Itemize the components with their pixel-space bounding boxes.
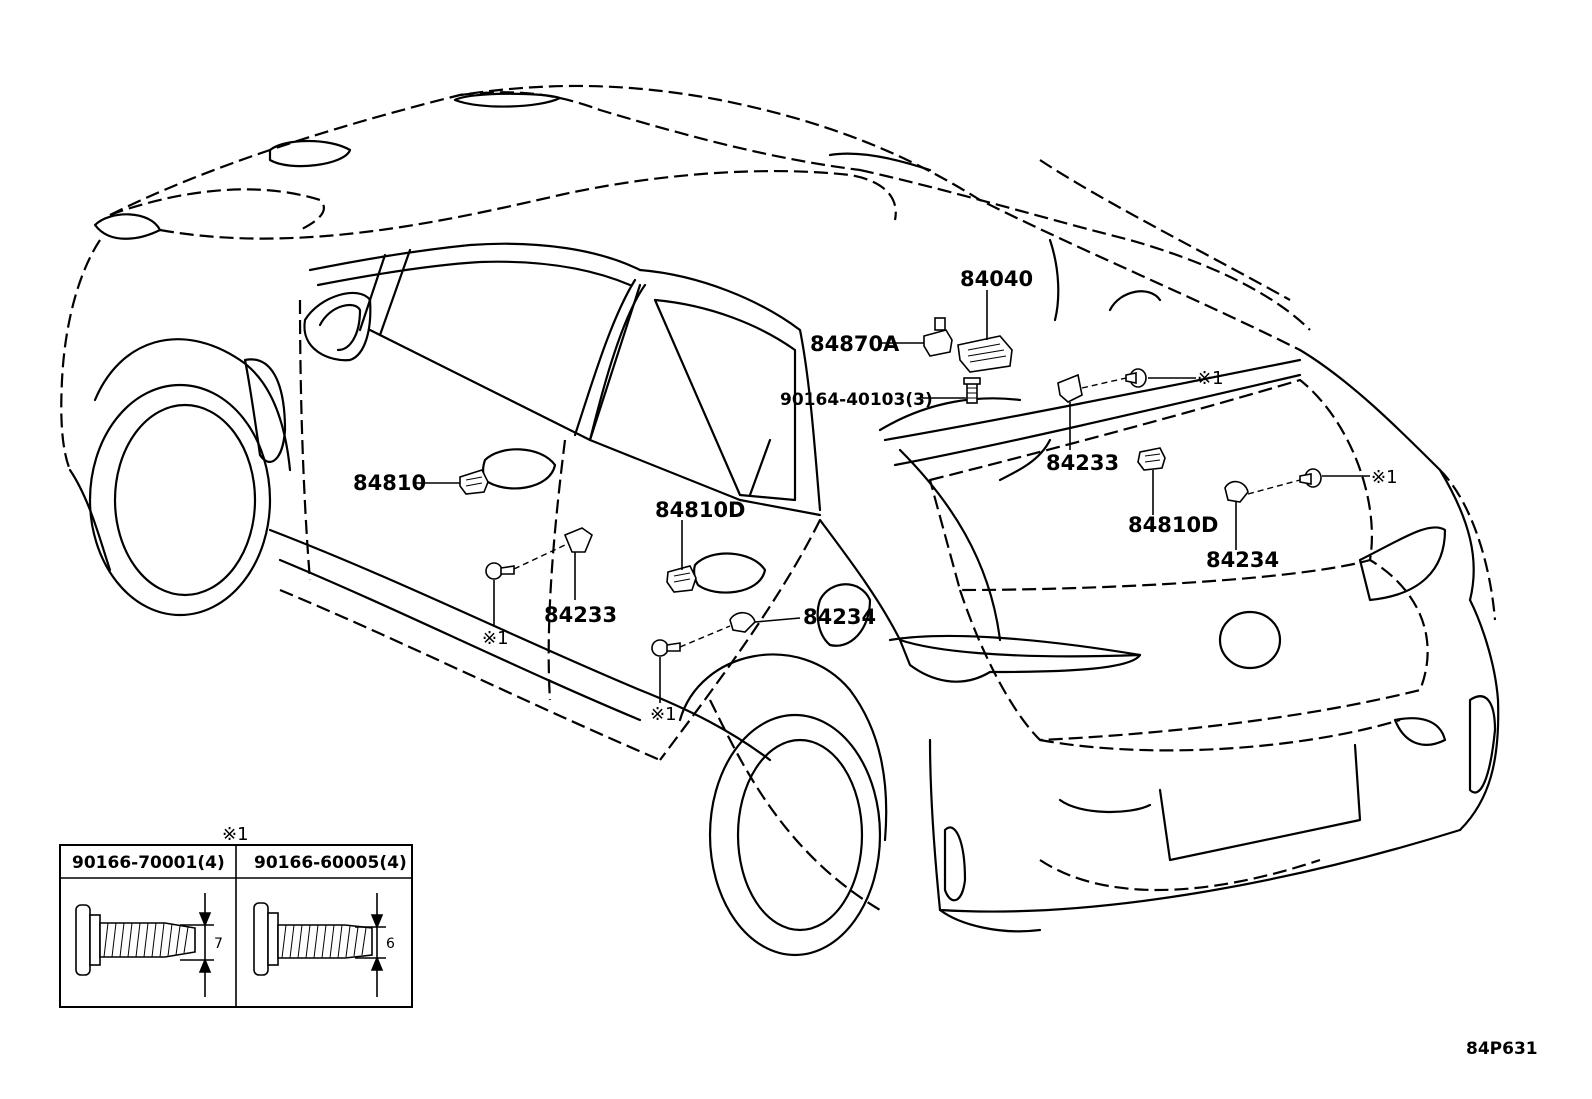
- screw-90164-icon: [963, 377, 981, 404]
- callout-84810D-left: 84810D: [655, 498, 746, 522]
- callout-84234-left: 84234: [803, 605, 876, 629]
- switch-84040-icon: [957, 335, 1013, 373]
- callout-mark-top: ※1: [1197, 368, 1224, 389]
- switch-84870A-icon: [923, 317, 953, 357]
- switch-84810D-right-icon: [1137, 447, 1166, 471]
- callout-84810: 84810: [353, 471, 426, 495]
- callout-84040: 84040: [960, 267, 1033, 291]
- screw-legend: ※1 90166-70001(4) 90166-60005(4) 7: [59, 824, 413, 1008]
- callout-84234-right: 84234: [1206, 548, 1279, 572]
- legend-mark: ※1: [222, 824, 249, 845]
- screw-left1-icon: [485, 562, 515, 580]
- switch-84810-icon: [459, 469, 489, 495]
- screw-mid-right-icon: [1299, 468, 1322, 488]
- callout-90164-40103: 90164-40103(3): [780, 390, 933, 410]
- screw-top-right-icon: [1125, 368, 1147, 388]
- callout-mark-mid: ※1: [1371, 467, 1398, 488]
- leader-lines: [413, 290, 1370, 703]
- callout-84233-right: 84233: [1046, 451, 1119, 475]
- legend-part-90166-70001: 90166-70001(4): [72, 853, 225, 873]
- switch-84234-right-icon: [1224, 480, 1249, 503]
- screw-left2-icon: [651, 639, 681, 657]
- switch-84233-right-icon: [1057, 373, 1083, 403]
- legend-dim-7: 7: [214, 936, 223, 952]
- callout-mark-left1: ※1: [482, 628, 509, 649]
- part-glyphs: [459, 317, 1322, 657]
- switch-84233-left-icon: [563, 527, 593, 553]
- callout-84870A: 84870A: [810, 332, 900, 356]
- legend-part-90166-60005: 90166-60005(4): [254, 853, 407, 873]
- diagram-id: 84P631: [1466, 1039, 1538, 1059]
- switch-84810D-left-icon: [666, 565, 697, 593]
- legend-dim-6: 6: [386, 936, 395, 952]
- callout-84810D-right: 84810D: [1128, 513, 1219, 537]
- screw-90166-70001-icon: [75, 893, 214, 997]
- callout-84233-left: 84233: [544, 603, 617, 627]
- screw-90166-60005-icon: [253, 893, 386, 997]
- callout-mark-left2: ※1: [650, 704, 677, 725]
- callout-labels: 84040 84870A 90164-40103(3) 84233 ※1 848…: [353, 267, 1398, 725]
- switch-84234-left-icon: [729, 611, 756, 633]
- car-body-outline: [60, 84, 1500, 957]
